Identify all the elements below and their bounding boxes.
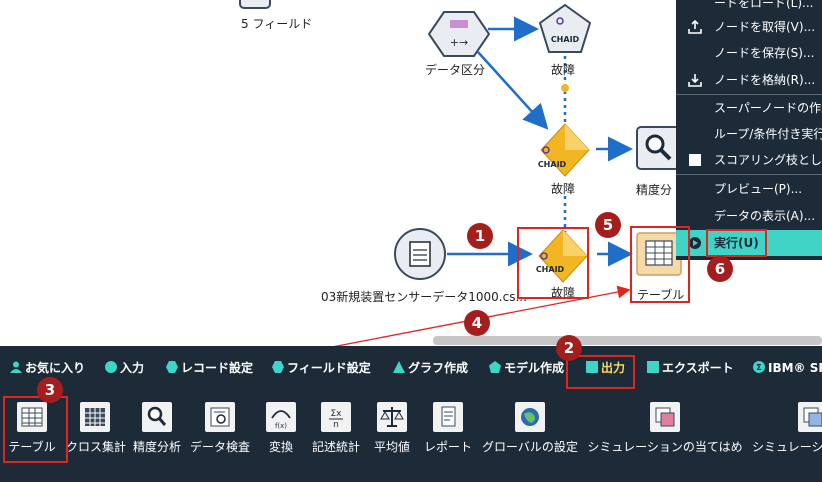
- palette-means-node[interactable]: 平均値: [370, 402, 414, 455]
- callout-badge-6: 6: [707, 256, 733, 282]
- table-output-node-icon[interactable]: [636, 232, 682, 276]
- hexagon-icon: [272, 361, 284, 373]
- canvas-horizontal-scrollbar[interactable]: [433, 336, 822, 345]
- chaid-mid-label: 故障: [551, 182, 576, 196]
- report-icon: [433, 402, 463, 432]
- chaid-nugget-mid-icon[interactable]: CHAID: [538, 123, 590, 177]
- analysis-node-label: 精度分: [636, 183, 673, 197]
- callout-badge-2: 2: [556, 335, 582, 361]
- palette-sim-fit-node[interactable]: シミュレーションの当てはめ: [585, 402, 745, 455]
- download-icon: [688, 74, 702, 87]
- balance-icon: [377, 402, 407, 432]
- menu-item-store-node[interactable]: ノードを格納(R)...: [676, 67, 822, 93]
- link-partition-to-chaid: [477, 51, 549, 130]
- source-file-node-icon[interactable]: [394, 228, 446, 280]
- palette-table-node[interactable]: テーブル: [6, 402, 58, 455]
- palette-global-settings-node[interactable]: グローバルの設定: [480, 402, 580, 455]
- model-link-marker: [561, 84, 569, 92]
- menu-item-view-data[interactable]: データの表示(A)...: [714, 209, 816, 223]
- callout-badge-5: 5: [595, 212, 621, 238]
- tab-modeling[interactable]: モデル作成: [489, 360, 564, 376]
- triangle-icon: [393, 361, 405, 373]
- highlight-table-palette: [3, 396, 68, 463]
- data-audit-icon: [205, 402, 235, 432]
- stream-links: +→ CHAID CHAID: [239, 0, 682, 346]
- palette-transform-node[interactable]: f(x) 変換: [262, 402, 300, 455]
- menu-separator: [676, 174, 822, 175]
- node-context-menu: ードをロード(L)... ノードを取得(V)... ノードを保存(S)... ノ…: [676, 0, 822, 260]
- menu-item-load-node[interactable]: ードをロード(L)...: [714, 0, 814, 10]
- menu-item-create-supernode[interactable]: スーパーノードの作: [714, 101, 822, 115]
- highlight-chaid-bottom: [517, 227, 589, 299]
- menu-item-save-node[interactable]: ノードを保存(S)...: [714, 46, 815, 60]
- fields-node-label: 5 フィールド: [241, 17, 313, 31]
- chaid-model-top-label: 故障: [551, 63, 576, 77]
- magnifier-icon: [142, 402, 172, 432]
- tab-record-ops[interactable]: レコード設定: [166, 360, 253, 376]
- svg-text:CHAID: CHAID: [536, 265, 565, 274]
- svg-text:f(x): f(x): [275, 422, 287, 430]
- svg-text:CHAID: CHAID: [551, 35, 580, 44]
- tab-input[interactable]: 入力: [105, 360, 144, 376]
- tab-favorites[interactable]: お気に入り: [10, 360, 85, 376]
- square-icon: [586, 361, 598, 373]
- callout-badge-1: 1: [467, 223, 493, 249]
- analysis-node-icon[interactable]: [636, 126, 680, 170]
- menu-item-run[interactable]: 実行(U): [676, 230, 822, 256]
- simulation-fit-icon: [650, 402, 680, 432]
- chaid-bottom-label: 故障: [551, 286, 576, 300]
- tab-output[interactable]: 出力: [586, 360, 625, 376]
- menu-separator: [676, 94, 822, 95]
- simulation-icon: [798, 402, 822, 432]
- table-icon: [17, 402, 47, 432]
- palette-sim-eval-node[interactable]: シミュレーシ: [752, 402, 822, 455]
- callout-badge-4: 4: [464, 310, 490, 336]
- tab-field-ops[interactable]: フィールド設定: [272, 360, 371, 376]
- highlight-table-node: [630, 226, 690, 303]
- square-icon: [647, 361, 659, 373]
- svg-text:+→: +→: [450, 36, 468, 49]
- palette-tab-bar: お気に入り 入力 レコード設定 フィールド設定 グラフ作成 モデル作成 出力 エ…: [0, 346, 822, 390]
- run-icon: [689, 237, 701, 249]
- palette-data-audit-node[interactable]: データ検査: [188, 402, 252, 455]
- partition-node-label: データ区分: [425, 63, 486, 77]
- crosstab-icon: [80, 402, 110, 432]
- callout-badge-3: 3: [37, 377, 63, 403]
- palette-matrix-node[interactable]: クロス集計: [66, 402, 126, 455]
- partition-node-icon[interactable]: +→: [427, 11, 491, 57]
- pentagon-icon: [489, 361, 501, 373]
- upload-icon: [688, 20, 702, 34]
- tab-graphs[interactable]: グラフ作成: [393, 360, 468, 376]
- transform-icon: f(x): [266, 402, 296, 432]
- chaid-model-pentagon-icon[interactable]: CHAID: [538, 3, 592, 53]
- checkbox-icon: [689, 154, 701, 166]
- palette-analysis-node[interactable]: 精度分析: [131, 402, 183, 455]
- highlight-run-menu-item: [706, 229, 767, 257]
- fields-node-icon[interactable]: [239, 0, 271, 9]
- menu-item-preview[interactable]: プレビュー(P)...: [714, 182, 803, 196]
- menu-item-get-node[interactable]: ノードを取得(V)...: [676, 14, 822, 40]
- chaid-nugget-bottom-icon[interactable]: CHAID: [536, 229, 588, 283]
- menu-item-scoring-branch[interactable]: スコアリング枝とし: [676, 147, 822, 173]
- source-file-node-label: 03新規装置センサーデータ1000.cs...: [321, 290, 527, 304]
- highlight-output-tab: [566, 355, 635, 389]
- svg-text:Σ: Σ: [756, 363, 761, 372]
- svg-text:n: n: [333, 420, 339, 430]
- callout-drag-line: [333, 285, 631, 346]
- ibm-spss-icon: Σ: [753, 361, 765, 373]
- svg-text:Σx: Σx: [330, 409, 342, 419]
- palette-report-node[interactable]: レポート: [423, 402, 473, 455]
- menu-item-loop-conditional[interactable]: ループ/条件付き実行: [714, 127, 822, 141]
- circle-icon: [105, 361, 117, 373]
- tab-export[interactable]: エクスポート: [647, 360, 734, 376]
- hexagon-icon: [166, 361, 178, 373]
- person-icon: [10, 361, 22, 373]
- table-output-node-label: テーブル: [637, 288, 685, 302]
- globe-icon: [515, 402, 545, 432]
- svg-text:CHAID: CHAID: [538, 160, 567, 169]
